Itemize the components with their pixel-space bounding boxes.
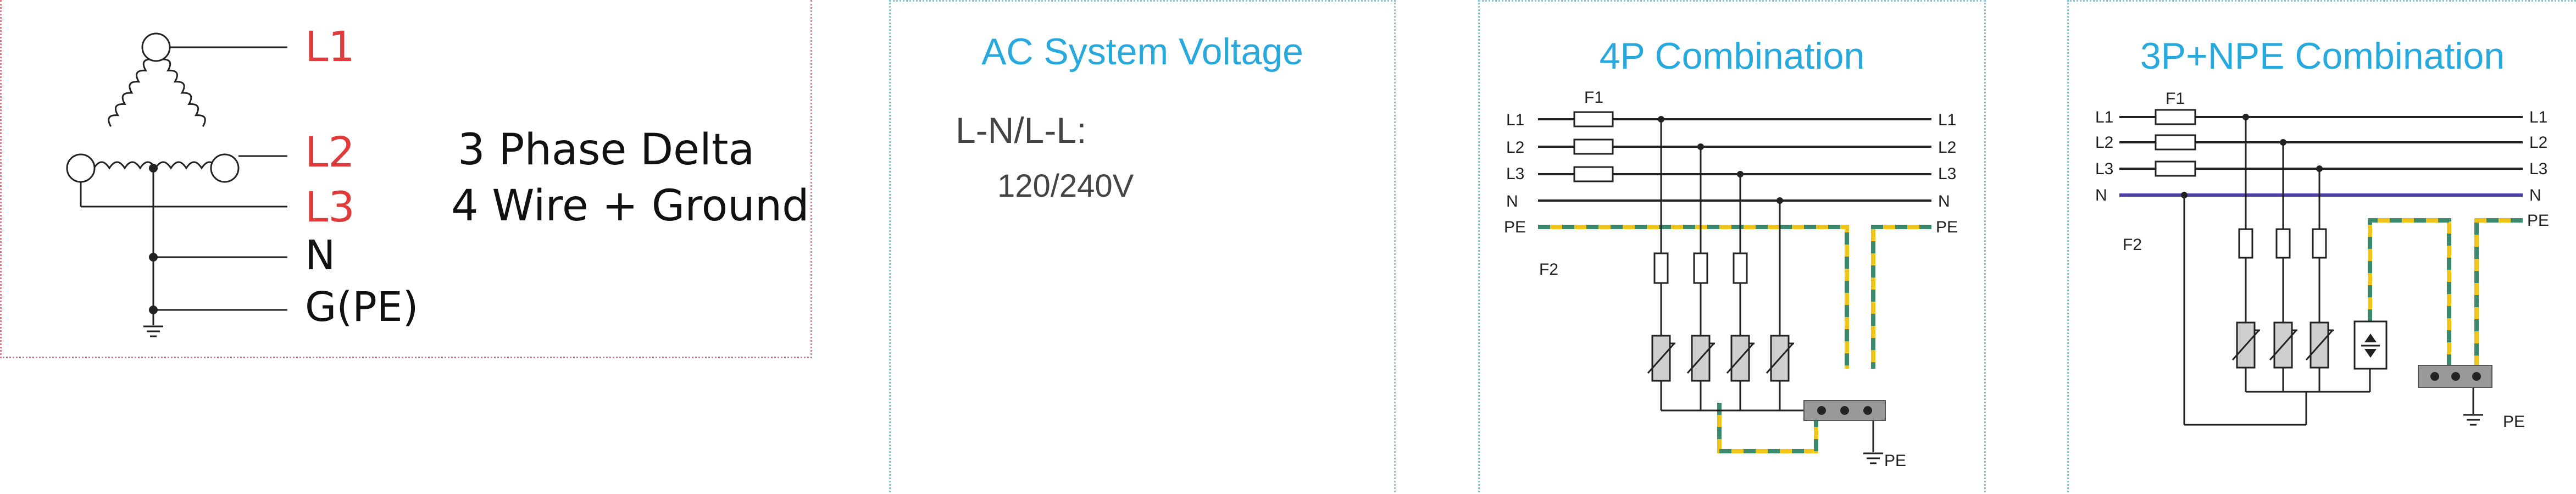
left-label-l2: L2	[2095, 134, 2113, 152]
fuse-l2	[1573, 138, 1614, 155]
ground-label: PE	[1884, 452, 1906, 470]
fuse1-label: F1	[2166, 90, 2185, 108]
terminal-right	[210, 153, 240, 183]
fuse2-3	[1733, 252, 1748, 284]
label-l1: L1	[305, 22, 355, 71]
left-label-n: N	[1506, 192, 1518, 210]
right-label-n: N	[1938, 192, 1950, 210]
delta-coil-right	[160, 58, 206, 127]
three-p-npe-panel: 3P+NPE Combination L1 L2 L3 N L1 L2 L3 N…	[2067, 0, 2576, 492]
right-label-pe: PE	[2527, 212, 2549, 230]
neutral-node	[149, 253, 158, 262]
four-p-diagram: L1 L2 L3 N PE L1 L2 L3 N PE F1 F2 PE	[1504, 88, 1958, 470]
right-label-l2: L2	[2529, 134, 2547, 152]
voltage-value: 120/240V	[997, 168, 1134, 204]
right-label-pe: PE	[1936, 218, 1958, 236]
three-p-npe-title: 3P+NPE Combination	[2140, 35, 2505, 77]
four-p-panel: 4P Combination L1 L2 L3 N PE L1 L2 L3 N …	[1478, 0, 1986, 492]
label-l2: L2	[305, 127, 355, 176]
fuse2-2	[2275, 228, 2291, 259]
fuse-l2	[2155, 134, 2196, 151]
delta-description-2: 4 Wire + Ground	[451, 181, 809, 231]
label-g-pe: G(PE)	[305, 284, 419, 331]
fuse1-label: F1	[1584, 88, 1603, 107]
fuse2-3	[2312, 228, 2327, 259]
fuse2-label: F2	[2123, 236, 2142, 254]
left-label-n: N	[2095, 186, 2107, 204]
ground-label: PE	[2503, 413, 2525, 431]
right-label-n: N	[2529, 186, 2541, 204]
fuse-l3	[1573, 166, 1614, 182]
three-p-npe-diagram: L1 L2 L3 N L1 L2 L3 N PE F1 F2 PE	[2095, 90, 2549, 431]
right-label-l1: L1	[1938, 111, 1956, 129]
fuse2-2	[1693, 252, 1708, 284]
four-p-title: 4P Combination	[1599, 35, 1865, 77]
delta-description-1: 3 Phase Delta	[458, 125, 755, 175]
voltage-label: L-N/L-L:	[956, 110, 1087, 151]
fuse-l3	[2155, 160, 2196, 177]
label-l3: L3	[305, 182, 355, 231]
terminal-top	[141, 32, 171, 62]
left-label-pe: PE	[1504, 218, 1526, 236]
fuse2-1	[1653, 252, 1669, 284]
delta-panel: L1 L2 L3 N G(PE) 3 Phase Delta 4 Wire + …	[0, 0, 812, 358]
fuse-l1	[2155, 109, 2196, 125]
ground-node	[149, 306, 158, 314]
delta-coil-left	[108, 58, 153, 127]
left-label-l1: L1	[2095, 108, 2113, 126]
right-label-l3: L3	[1938, 165, 1956, 183]
terminal-left	[66, 153, 96, 183]
left-label-l2: L2	[1506, 138, 1524, 157]
right-label-l3: L3	[2529, 160, 2547, 178]
right-label-l1: L1	[2529, 108, 2547, 126]
left-label-l3: L3	[1506, 165, 1524, 183]
delta-diagram	[66, 32, 287, 337]
label-n: N	[305, 232, 336, 279]
center-node	[149, 164, 158, 173]
right-label-l2: L2	[1938, 138, 1956, 157]
left-label-l1: L1	[1506, 111, 1524, 129]
fuse2-1	[2238, 228, 2253, 259]
gas-discharge-tube	[2353, 320, 2388, 370]
fuse-l1	[1573, 111, 1614, 127]
voltage-title: AC System Voltage	[981, 31, 1303, 73]
fuse2-label: F2	[1539, 260, 1558, 279]
voltage-panel: AC System Voltage L-N/L-L: 120/240V	[889, 0, 1396, 492]
left-label-l3: L3	[2095, 160, 2113, 178]
